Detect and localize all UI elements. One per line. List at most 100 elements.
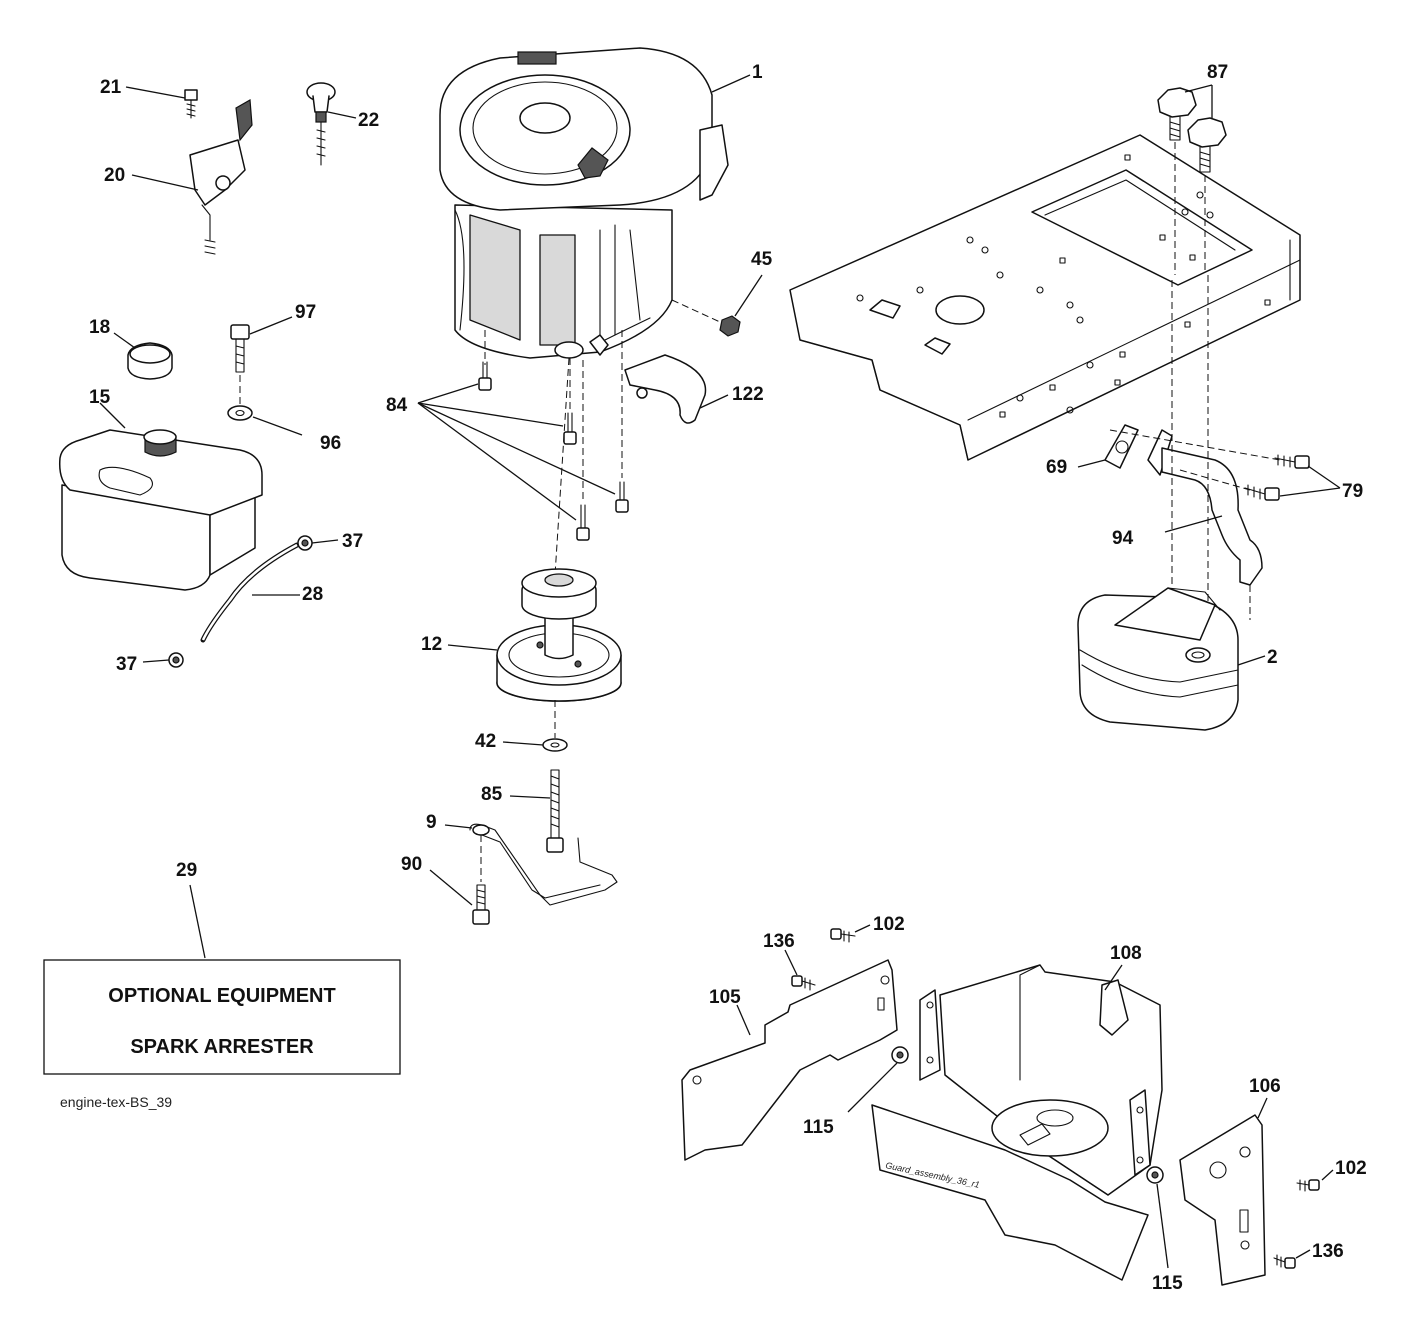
exhaust-pipe	[1147, 429, 1263, 586]
nut-115-left	[891, 1046, 909, 1064]
washer-96-callout: 96	[252, 416, 341, 454]
svg-text:102: 102	[1335, 1158, 1367, 1179]
washer-42-callout: 42	[475, 731, 544, 752]
svg-text:87: 87	[1207, 62, 1228, 83]
bolt-85-callout: 85	[481, 784, 551, 805]
svg-text:105: 105	[709, 987, 741, 1008]
choke-knob	[306, 82, 336, 166]
engine	[439, 47, 729, 359]
svg-text:28: 28	[302, 584, 323, 605]
svg-text:20: 20	[104, 165, 125, 186]
nut-115-left-callout: 115	[803, 1062, 898, 1138]
guard-assembly-callout: 108	[1104, 943, 1142, 991]
svg-text:37: 37	[116, 654, 137, 675]
muffler	[1077, 275, 1251, 731]
svg-text:115: 115	[803, 1117, 834, 1138]
svg-text:42: 42	[475, 731, 496, 752]
svg-text:22: 22	[358, 110, 379, 131]
gasket-69-callout: 69	[1046, 457, 1106, 478]
screw-136-lower	[1273, 1254, 1296, 1269]
svg-text:84: 84	[386, 395, 408, 416]
screw-136-upper-callout: 136	[763, 931, 798, 976]
svg-text:9: 9	[426, 812, 437, 833]
bolt-97	[230, 324, 250, 373]
bolt-97-callout: 97	[249, 302, 316, 335]
bolt-85	[546, 769, 564, 853]
spark-arrester-callout: 29	[176, 860, 206, 959]
clamp-lower-callout: 37	[116, 654, 170, 675]
fuel-tank	[58, 429, 263, 591]
nut-115-right	[1146, 1166, 1164, 1184]
heat-shield-right-callout: 106	[1249, 1076, 1281, 1119]
screw-136-lower-callout: 136	[1295, 1241, 1344, 1262]
svg-text:108: 108	[1110, 943, 1142, 964]
drawing-id: engine-tex-BS_39	[60, 1094, 172, 1110]
svg-text:15: 15	[89, 387, 111, 408]
deflector	[589, 317, 707, 424]
pulley-callout: 12	[421, 634, 498, 655]
bolts-87	[1157, 87, 1227, 275]
svg-text:136: 136	[763, 931, 795, 952]
fuel-line-callout: 28	[252, 584, 323, 605]
washer-96	[227, 405, 253, 421]
screw-136-upper	[791, 975, 816, 991]
bolt-90-callout: 90	[401, 854, 473, 906]
guard-assembly: Guard_assembly_36_r1	[871, 964, 1163, 1281]
pulley	[496, 568, 622, 702]
deflector-callout: 122	[699, 384, 764, 409]
svg-text:37: 37	[342, 531, 363, 552]
fuel-tank-callout: 15	[89, 387, 126, 429]
svg-text:21: 21	[100, 77, 122, 98]
svg-text:18: 18	[89, 317, 110, 338]
svg-text:90: 90	[401, 854, 422, 875]
throttle-control	[189, 99, 253, 255]
svg-text:45: 45	[751, 249, 773, 270]
clamp-upper	[297, 535, 313, 551]
svg-text:85: 85	[481, 784, 503, 805]
engine-plate-callout: 9	[426, 812, 473, 833]
svg-text:102: 102	[873, 914, 905, 935]
gasket-69	[1104, 424, 1139, 469]
svg-text:69: 69	[1046, 457, 1067, 478]
nut-45-callout: 45	[734, 249, 773, 317]
spark-arrester-label: SPARK ARRESTER	[130, 1036, 314, 1058]
throttle-screw-callout: 21	[100, 77, 186, 99]
bolts-87-callout: 87	[1184, 62, 1228, 118]
svg-text:96: 96	[320, 433, 341, 454]
screw-102-lower	[1296, 1179, 1320, 1192]
choke-knob-callout: 22	[327, 110, 379, 131]
svg-text:122: 122	[732, 384, 764, 405]
clamp-upper-callout: 37	[311, 531, 363, 552]
exhaust-pipe-callout: 94	[1112, 515, 1223, 549]
washer-42	[542, 738, 568, 752]
heat-shield-left-callout: 105	[709, 987, 751, 1036]
nut-45	[671, 299, 741, 337]
engine-plate	[469, 823, 618, 906]
screw-102-upper-callout: 102	[854, 914, 905, 935]
svg-text:12: 12	[421, 634, 442, 655]
bolts-79-callout: 79	[1279, 465, 1363, 502]
crankshaft	[554, 341, 584, 576]
engine-callout: 1	[711, 62, 763, 93]
screw-102-lower-callout: 102	[1321, 1158, 1367, 1181]
clamp-lower	[168, 652, 184, 668]
svg-text:79: 79	[1342, 481, 1363, 502]
chassis-frame	[789, 134, 1301, 461]
fuel-line	[200, 542, 300, 643]
fuel-cap	[127, 342, 173, 380]
svg-text:97: 97	[295, 302, 316, 323]
svg-text:94: 94	[1112, 528, 1134, 549]
throttle-control-callout: 20	[104, 165, 199, 191]
svg-text:29: 29	[176, 860, 197, 881]
engine-bolts-84-callout: 84	[386, 383, 616, 521]
optional-equipment-box: OPTIONAL EQUIPMENT SPARK ARRESTER	[43, 959, 401, 1075]
heat-shield-left	[681, 959, 898, 1161]
bolt-90	[472, 835, 490, 925]
muffler-callout: 2	[1237, 647, 1278, 668]
throttle-screw	[184, 89, 198, 119]
nut-115-right-callout: 115	[1152, 1183, 1183, 1294]
svg-text:136: 136	[1312, 1241, 1344, 1262]
svg-text:2: 2	[1267, 647, 1278, 668]
engine-bolts-84	[478, 330, 629, 541]
